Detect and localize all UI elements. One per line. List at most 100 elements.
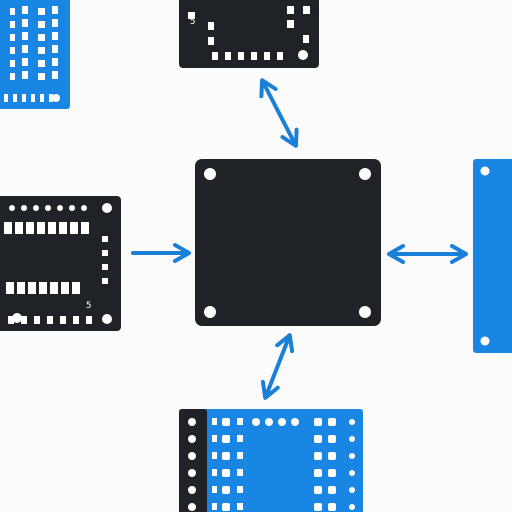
pin-pad xyxy=(52,71,58,79)
pin-pad xyxy=(212,452,217,459)
pin-pad xyxy=(237,486,243,493)
pin-pad xyxy=(50,282,58,294)
pin-pad xyxy=(212,486,217,493)
pin-hole xyxy=(349,436,355,442)
pin-pad xyxy=(40,94,44,102)
pin-pad xyxy=(188,12,195,19)
pin-pad xyxy=(222,452,230,460)
pin-pad xyxy=(102,236,108,242)
pin-hole xyxy=(9,205,15,211)
pin-pad xyxy=(4,94,8,102)
pin-pad xyxy=(10,73,15,80)
pin-pad xyxy=(38,21,45,28)
pin-pad xyxy=(86,316,92,324)
pin-pad xyxy=(52,32,58,40)
bottom-module xyxy=(179,409,363,512)
pin-pad xyxy=(17,282,25,294)
pin-pad xyxy=(52,45,58,53)
pin-hole xyxy=(278,418,286,426)
pin-pad xyxy=(37,222,45,234)
pin-hole xyxy=(291,418,299,426)
pin-pad xyxy=(237,418,243,425)
pin-pad xyxy=(222,486,230,494)
pin-pad xyxy=(34,316,40,324)
pin-pad xyxy=(21,316,27,324)
pin-hole xyxy=(252,418,260,426)
mount-hole xyxy=(480,166,490,176)
pin-pad xyxy=(237,503,243,510)
pin-pad xyxy=(26,222,34,234)
pin-pad xyxy=(102,250,108,256)
pin-hole xyxy=(21,205,27,211)
pin-pad xyxy=(10,8,15,15)
pin-pad xyxy=(47,316,53,324)
pin-pad xyxy=(73,316,79,324)
pin-pad xyxy=(102,264,108,270)
center-processor xyxy=(195,159,381,326)
mount-hole xyxy=(480,336,490,346)
pin-pad xyxy=(314,452,322,460)
mount-hole xyxy=(52,94,60,102)
mount-hole xyxy=(359,306,371,318)
pin-pad xyxy=(328,418,336,426)
pin-pad xyxy=(28,282,36,294)
pin-pad xyxy=(22,94,26,102)
pin-pad xyxy=(38,47,45,54)
pin-pad xyxy=(212,469,217,476)
arrow-top-bidirectional xyxy=(259,78,299,148)
pin-pad xyxy=(208,37,214,45)
top-module-label: 5 xyxy=(190,17,195,27)
pin-pad xyxy=(13,94,17,102)
pin-hole xyxy=(69,205,75,211)
pin-pad xyxy=(22,6,28,14)
pin-pad xyxy=(38,34,45,41)
pin-pad xyxy=(328,452,336,460)
top-module-pads xyxy=(188,6,310,60)
pin-pad xyxy=(49,94,53,102)
mount-hole xyxy=(298,50,308,60)
top-left-module-body xyxy=(0,0,70,109)
pin-hole xyxy=(265,418,273,426)
pin-pad xyxy=(237,452,243,459)
pin-pad xyxy=(52,58,58,66)
arrow-bottom-bidirectional xyxy=(260,333,295,400)
pin-pad xyxy=(225,52,231,60)
pin-pad xyxy=(264,52,270,60)
pin-pad xyxy=(237,435,243,442)
pin-pad xyxy=(237,469,243,476)
pin-hole xyxy=(188,418,196,426)
pin-hole xyxy=(45,205,51,211)
pin-hole xyxy=(349,470,355,476)
bottom-module-header-strip xyxy=(179,409,207,512)
pin-pad xyxy=(208,22,214,30)
bottom-module-pads xyxy=(188,418,355,511)
pin-pad xyxy=(222,418,230,426)
pin-pad xyxy=(328,435,336,443)
pin-pad xyxy=(59,222,67,234)
pin-pad xyxy=(31,94,35,102)
pin-pad xyxy=(22,19,28,27)
top-left-module xyxy=(0,0,70,109)
pin-pad xyxy=(287,20,294,28)
pin-hole xyxy=(188,435,196,443)
pin-pad xyxy=(251,52,257,60)
pin-pad xyxy=(10,21,15,28)
pin-pad xyxy=(314,486,322,494)
left-module-label: 5 xyxy=(86,301,91,311)
top-module-body xyxy=(179,0,319,68)
pin-pad xyxy=(102,278,108,284)
pin-pad xyxy=(10,34,15,41)
pin-hole xyxy=(188,452,196,460)
pin-pad xyxy=(303,35,309,43)
mount-hole xyxy=(204,306,216,318)
pin-pad xyxy=(222,503,230,511)
pin-pad xyxy=(222,469,230,477)
pin-pad xyxy=(38,60,45,67)
pin-pad xyxy=(22,45,28,53)
pin-hole xyxy=(188,486,196,494)
pin-hole xyxy=(57,205,63,211)
pin-pad xyxy=(39,282,47,294)
mount-hole xyxy=(12,313,22,323)
pin-pad xyxy=(52,6,58,14)
pin-pad xyxy=(314,418,322,426)
